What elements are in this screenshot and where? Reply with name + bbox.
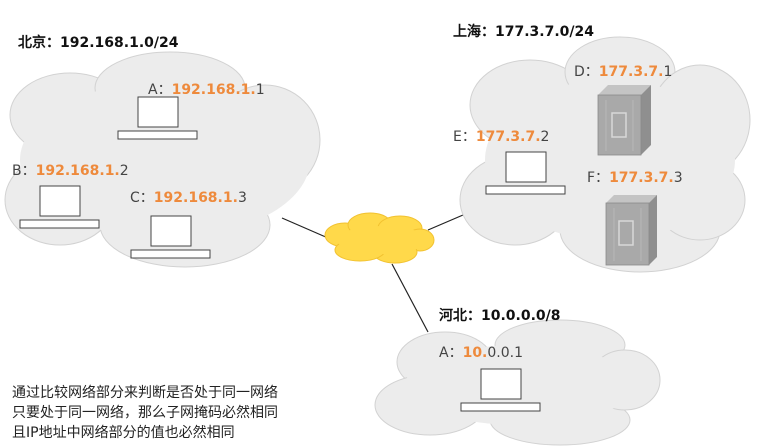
server-icon [597,85,651,156]
network-part: 177.3.7. [599,64,664,80]
laptop-icon [19,185,100,229]
host-label-sh-f: F：177.3.7.3 [587,170,683,186]
host-part: 1 [256,82,265,98]
host-label-hb-a: A：10.0.0.1 [439,345,523,361]
host-part: 1 [663,64,672,80]
link-beijing-internet [281,217,329,239]
shanghai-title: 上海：177.3.7.0/24 [453,23,594,40]
laptop-icon [130,215,211,259]
host-part: 2 [120,163,129,179]
network-part: 10. [463,345,488,361]
internet-cloud-icon [324,212,435,264]
note-line-2: 只要处于同一网络，那么子网掩码必然相同 [12,404,278,421]
connection-lines [281,214,464,333]
laptop-icon [485,151,566,195]
hebei-title: 河北：10.0.0.0/8 [439,307,561,324]
network-part: 177.3.7. [609,170,674,186]
host-label-bj-a: A：192.168.1.1 [148,82,265,98]
note-line-3: 且IP地址中网络部分的值也必然相同 [12,424,235,441]
host-name: A： [148,82,172,98]
host-part: 0.0.1 [487,345,523,361]
network-part: 177.3.7. [476,129,541,145]
host-part: 3 [238,190,247,206]
server-icon [605,195,657,266]
network-part: 192.168.1. [154,190,238,206]
beijing-title: 北京：192.168.1.0/24 [18,34,179,51]
host-label-sh-e: E：177.3.7.2 [453,129,549,145]
host-part: 2 [541,129,550,145]
host-part: 3 [674,170,683,186]
link-shanghai-internet [427,214,464,231]
laptop-icon [117,96,198,140]
host-name: E： [453,129,476,145]
host-name: C： [130,190,154,206]
host-name: A： [439,345,463,361]
host-label-bj-c: C：192.168.1.3 [130,190,247,206]
host-name: F： [587,170,609,186]
note-line-1: 通过比较网络部分来判断是否处于同一网络 [12,385,278,401]
laptop-icon [460,368,541,412]
host-name: D： [574,64,599,80]
network-part: 192.168.1. [36,163,120,179]
host-name: B： [12,163,36,179]
link-hebei-internet [391,263,429,333]
host-label-bj-b: B：192.168.1.2 [12,163,129,179]
network-part: 192.168.1. [172,82,256,98]
host-label-sh-d: D：177.3.7.1 [574,64,672,80]
shanghai-cloud [459,36,751,273]
